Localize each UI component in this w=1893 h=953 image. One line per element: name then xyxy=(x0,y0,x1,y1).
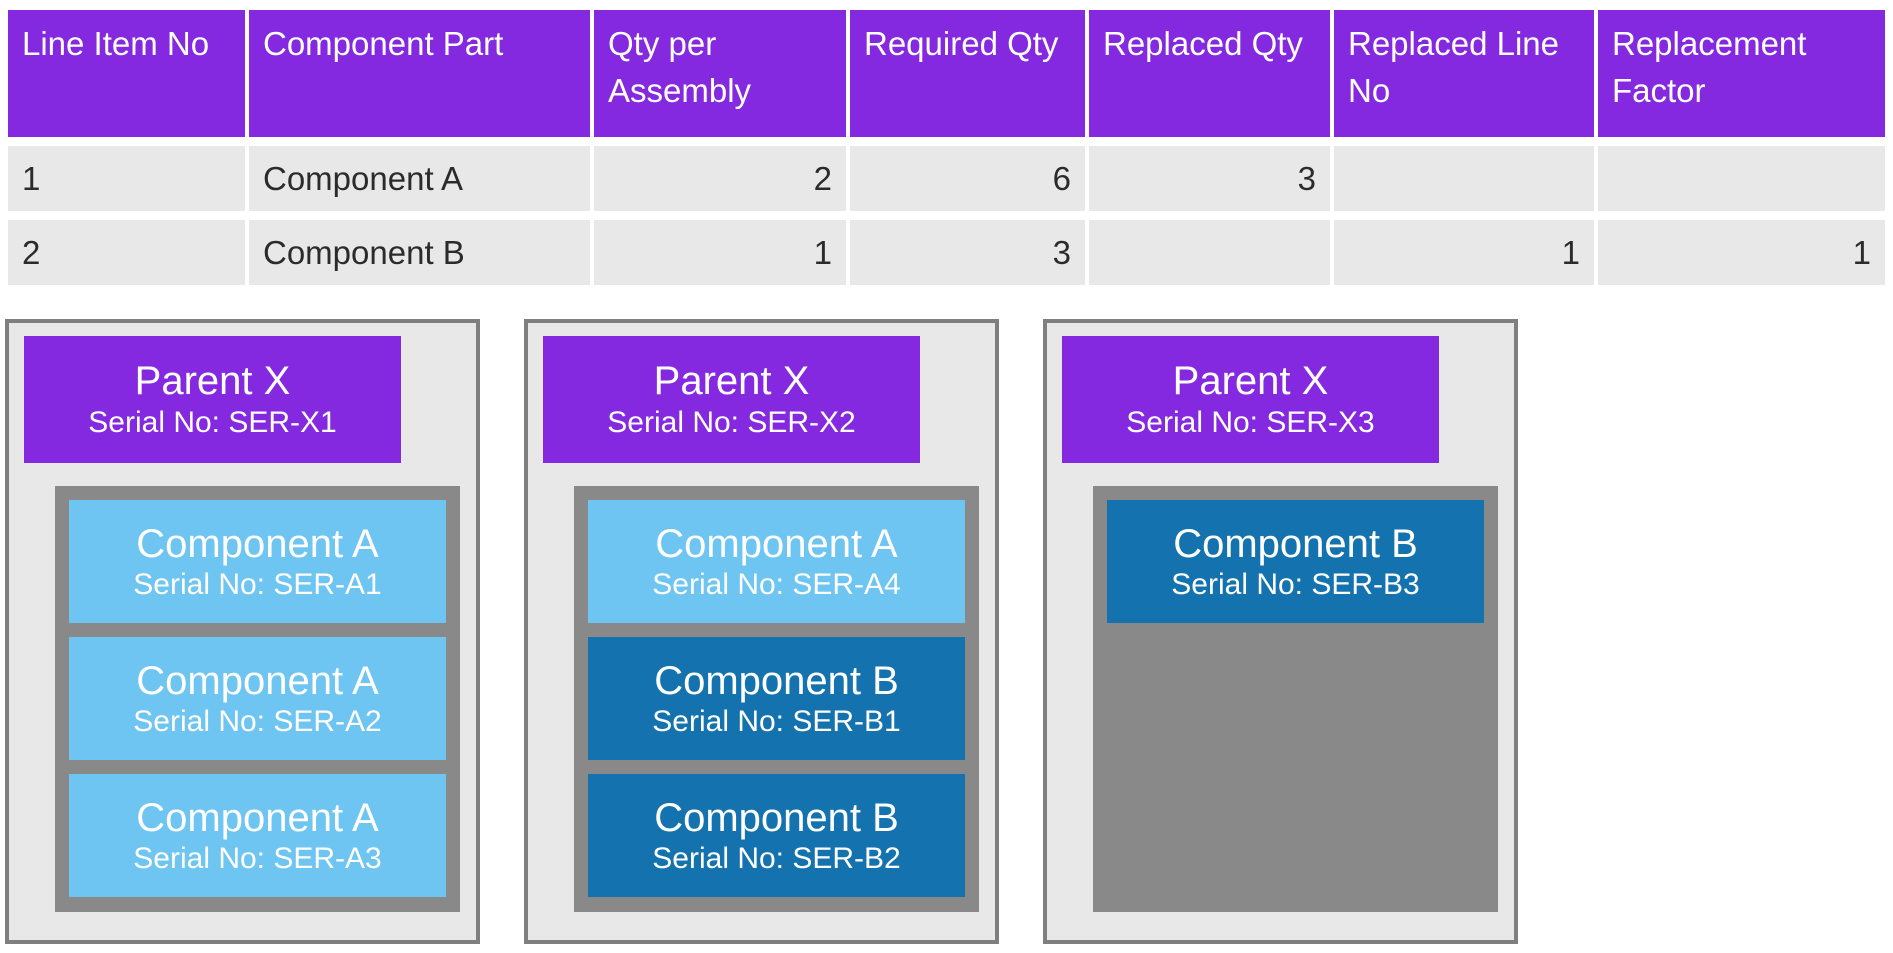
parent-node: Parent X Serial No: SER-X2 xyxy=(543,336,920,463)
component-title: Component B xyxy=(654,795,899,840)
component-title: Component A xyxy=(136,795,379,840)
cell-replaced-line-no xyxy=(1334,146,1594,211)
col-header-replaced-line-no: Replaced Line No xyxy=(1334,10,1594,137)
component-title: Component A xyxy=(655,521,898,566)
col-header-replaced-qty: Replaced Qty xyxy=(1089,10,1330,137)
cell-component-part: Component A xyxy=(249,146,590,211)
cell-required-qty: 6 xyxy=(850,146,1085,211)
cell-line-item-no: 1 xyxy=(8,146,245,211)
components-container: Component B Serial No: SER-B3 xyxy=(1093,486,1498,912)
cell-replacement-factor: 1 xyxy=(1598,220,1885,285)
component-node-ser-b1: Component B Serial No: SER-B1 xyxy=(588,637,965,760)
components-container: Component A Serial No: SER-A1 Component … xyxy=(55,486,460,912)
col-header-replacement-factor: Replacement Factor xyxy=(1598,10,1885,137)
component-node-ser-b3: Component B Serial No: SER-B3 xyxy=(1107,500,1484,623)
parent-serial: Serial No: SER-X1 xyxy=(88,406,337,440)
component-node-ser-b2: Component B Serial No: SER-B2 xyxy=(588,774,965,897)
parent-title: Parent X xyxy=(653,358,810,403)
component-serial: Serial No: SER-A4 xyxy=(652,567,901,601)
component-serial: Serial No: SER-B1 xyxy=(652,704,901,738)
cell-required-qty: 3 xyxy=(850,220,1085,285)
col-header-component-part: Component Part xyxy=(249,10,590,137)
component-serial: Serial No: SER-B3 xyxy=(1171,567,1420,601)
parent-title: Parent X xyxy=(1172,358,1329,403)
component-title: Component A xyxy=(136,658,379,703)
cell-qty-per-assembly: 2 xyxy=(594,146,846,211)
component-node-ser-a2: Component A Serial No: SER-A2 xyxy=(69,637,446,760)
cell-qty-per-assembly: 1 xyxy=(594,220,846,285)
col-header-qty-per-assembly: Qty per Assembly xyxy=(594,10,846,137)
component-serial: Serial No: SER-A3 xyxy=(133,841,382,875)
component-title: Component B xyxy=(654,658,899,703)
component-serial: Serial No: SER-A2 xyxy=(133,704,382,738)
cell-replaced-qty xyxy=(1089,220,1330,285)
components-container: Component A Serial No: SER-A4 Component … xyxy=(574,486,979,912)
cell-replaced-line-no: 1 xyxy=(1334,220,1594,285)
assembly-box-ser-x1: Parent X Serial No: SER-X1 Component A S… xyxy=(5,319,480,944)
component-node-ser-a1: Component A Serial No: SER-A1 xyxy=(69,500,446,623)
col-header-required-qty: Required Qty xyxy=(850,10,1085,137)
component-title: Component A xyxy=(136,521,379,566)
cell-line-item-no: 2 xyxy=(8,220,245,285)
parent-title: Parent X xyxy=(134,358,291,403)
assembly-diagrams: Parent X Serial No: SER-X1 Component A S… xyxy=(5,319,1893,944)
cell-replacement-factor xyxy=(1598,146,1885,211)
parent-node: Parent X Serial No: SER-X1 xyxy=(24,336,401,463)
component-node-ser-a3: Component A Serial No: SER-A3 xyxy=(69,774,446,897)
component-serial: Serial No: SER-A1 xyxy=(133,567,382,601)
parent-node: Parent X Serial No: SER-X3 xyxy=(1062,336,1439,463)
cell-replaced-qty: 3 xyxy=(1089,146,1330,211)
parent-serial: Serial No: SER-X3 xyxy=(1126,406,1375,440)
component-node-ser-a4: Component A Serial No: SER-A4 xyxy=(588,500,965,623)
parent-serial: Serial No: SER-X2 xyxy=(607,406,856,440)
component-title: Component B xyxy=(1173,521,1418,566)
assembly-box-ser-x2: Parent X Serial No: SER-X2 Component A S… xyxy=(524,319,999,944)
component-serial: Serial No: SER-B2 xyxy=(652,841,901,875)
col-header-line-item-no: Line Item No xyxy=(8,10,245,137)
assembly-box-ser-x3: Parent X Serial No: SER-X3 Component B S… xyxy=(1043,319,1518,944)
cell-component-part: Component B xyxy=(249,220,590,285)
line-items-table: Line Item No Component Part Qty per Asse… xyxy=(8,10,1885,285)
